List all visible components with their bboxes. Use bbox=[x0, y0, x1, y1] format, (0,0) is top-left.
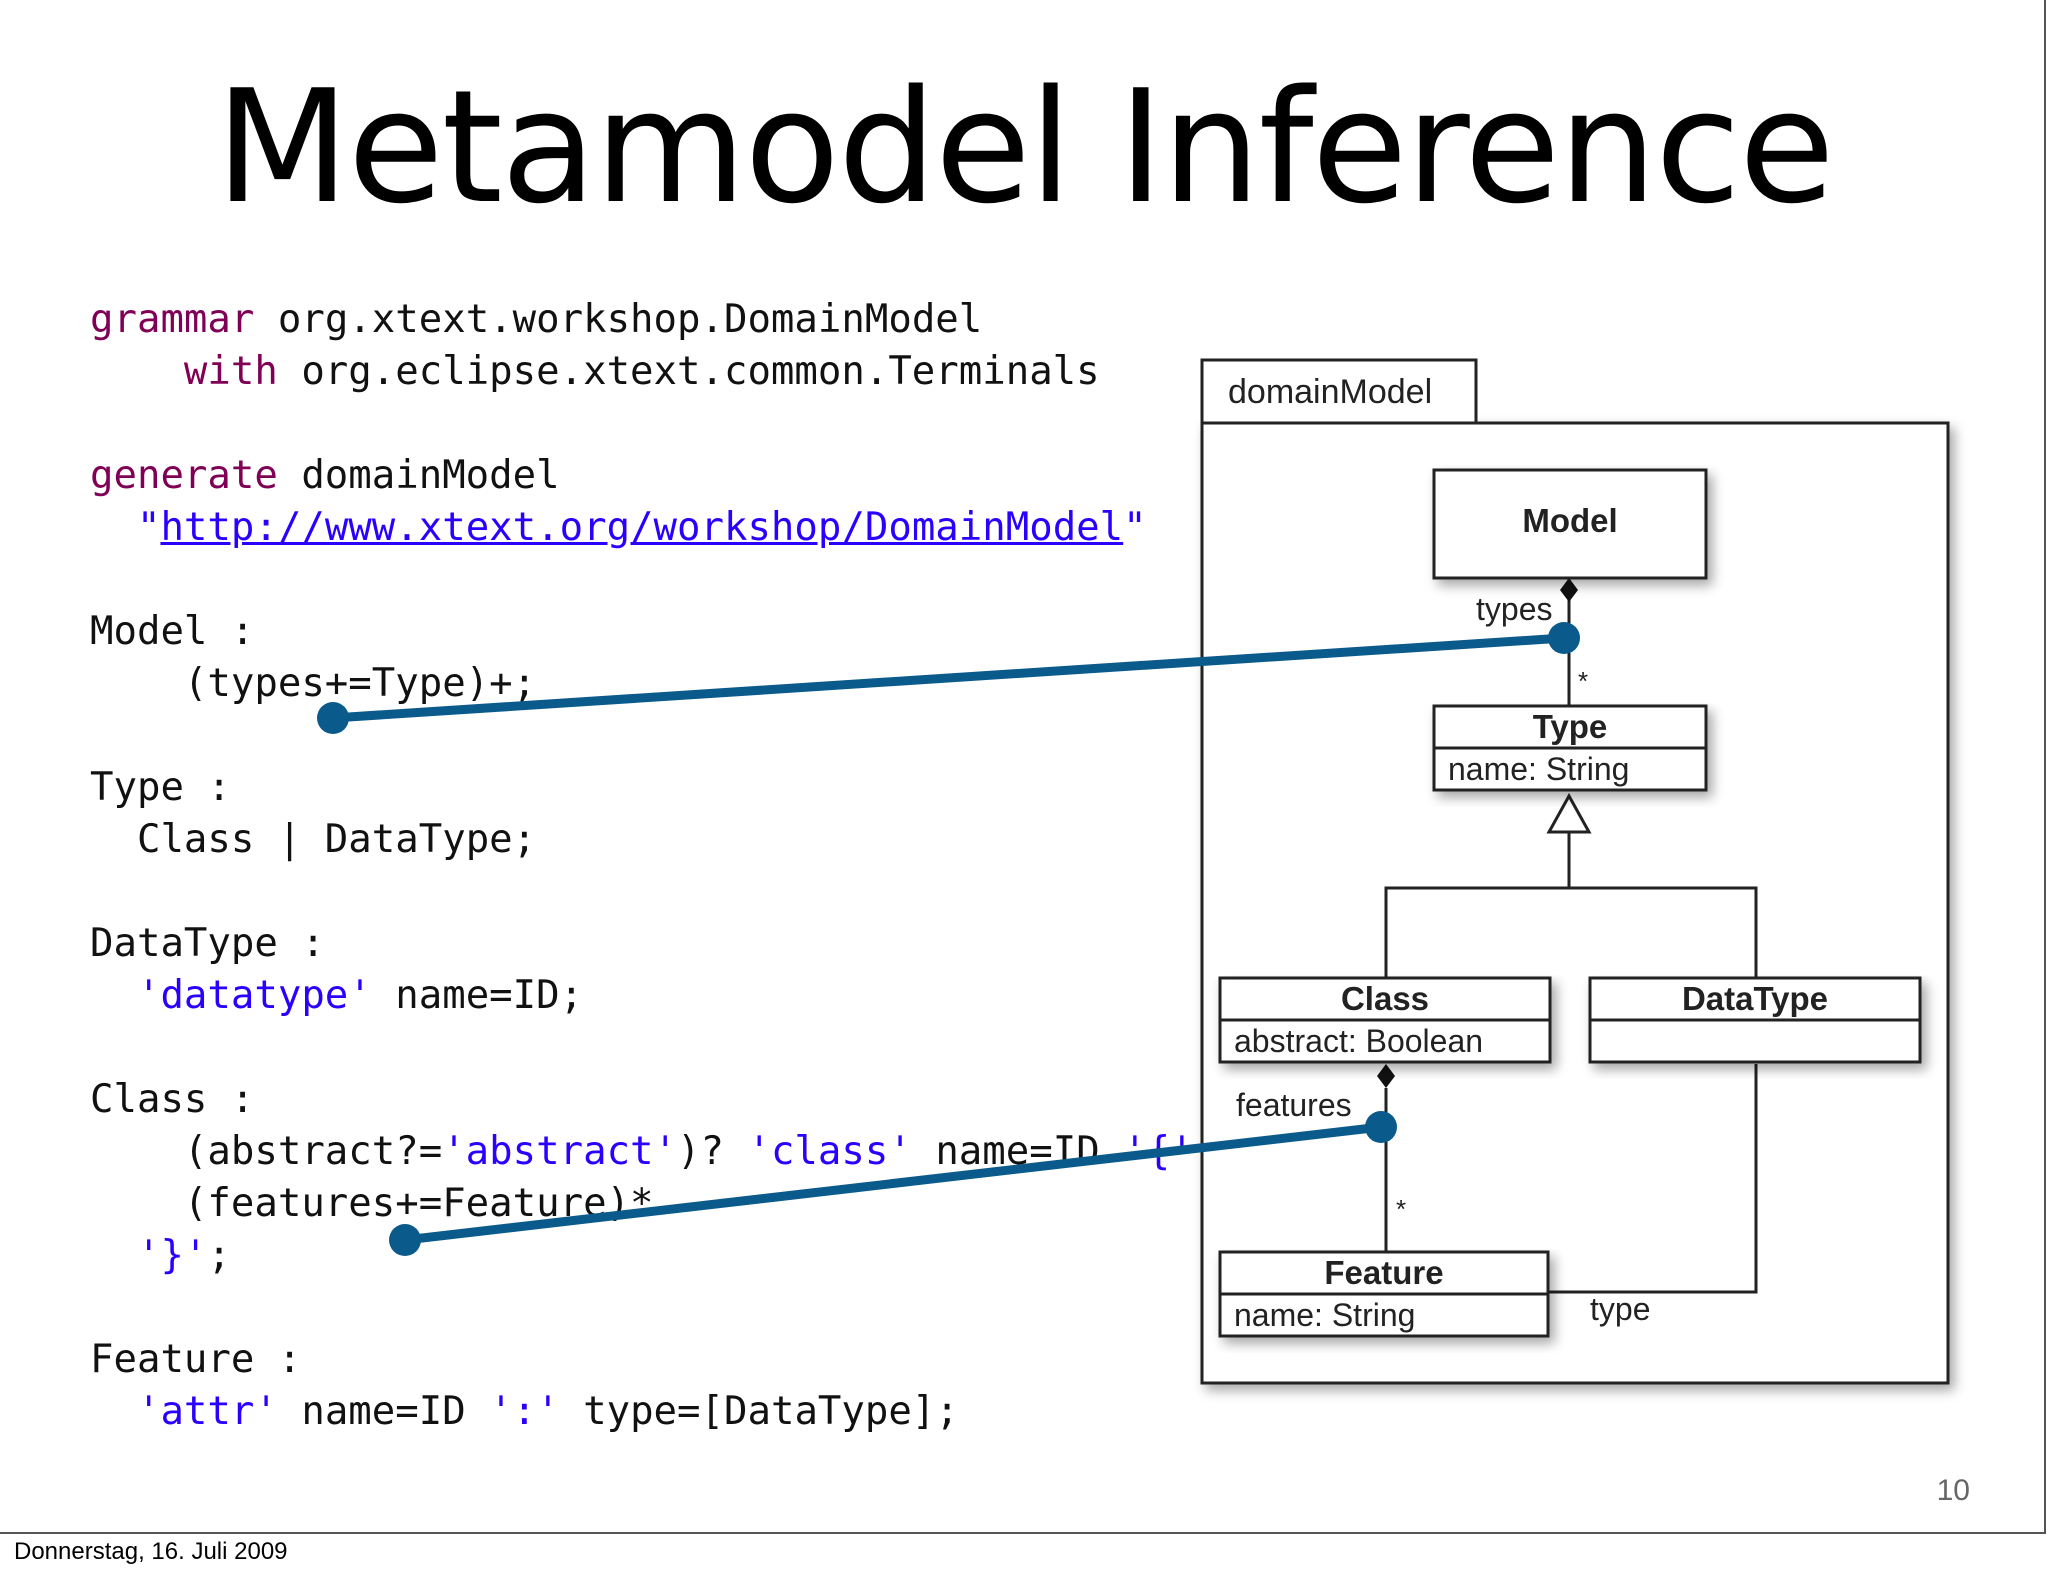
datatype-rule: DataType : bbox=[90, 921, 325, 966]
generalization-arrowhead bbox=[1546, 792, 1592, 834]
grammar-name: org.xtext.workshop.DomainModel bbox=[254, 297, 983, 342]
generalization-branches bbox=[1384, 886, 1758, 978]
grammar-keyword: grammar bbox=[90, 297, 255, 342]
uml-class-class: Class abstract: Boolean bbox=[1218, 976, 1552, 1064]
namespace-url-link[interactable]: http://www.xtext.org/workshop/DomainMode… bbox=[160, 505, 1124, 550]
uml-class-diagram: domainModel types * features * type Mode… bbox=[1200, 358, 1950, 1385]
class-rule: Class : bbox=[90, 1077, 255, 1122]
class-semicolon: ; bbox=[207, 1233, 231, 1278]
model-class-name: Model bbox=[1522, 502, 1617, 539]
class-class-attribute: abstract: Boolean bbox=[1234, 1023, 1483, 1059]
types-composition-diamond bbox=[1560, 578, 1578, 602]
types-multiplicity: * bbox=[1578, 666, 1588, 696]
slide-title: Metamodel Inference bbox=[215, 56, 1835, 238]
feature-name: name=ID bbox=[277, 1389, 490, 1434]
feature-attr-keyword: 'attr' bbox=[136, 1389, 278, 1434]
type-class-attribute: name: String bbox=[1448, 751, 1629, 787]
datatype-keyword: 'datatype' bbox=[136, 973, 372, 1018]
feature-class-name: Feature bbox=[1324, 1254, 1443, 1291]
model-rule: Model : bbox=[90, 609, 255, 654]
features-composition-diamond bbox=[1377, 1064, 1395, 1088]
datatype-class-name: DataType bbox=[1682, 980, 1828, 1017]
types-role-label: types bbox=[1476, 591, 1552, 627]
type-class-name: Type bbox=[1533, 708, 1608, 745]
quote-open: " bbox=[136, 505, 161, 550]
feature-class-attribute: name: String bbox=[1234, 1297, 1415, 1333]
quote-close: " bbox=[1123, 505, 1147, 550]
type-rule: Type : bbox=[90, 765, 231, 810]
feature-rule: Feature : bbox=[90, 1337, 302, 1382]
page-number: 10 bbox=[1936, 1474, 1970, 1507]
generate-name: domainModel bbox=[277, 453, 560, 498]
class-abstract-keyword: 'abstract' bbox=[442, 1129, 678, 1174]
class-name: name=ID bbox=[911, 1129, 1124, 1174]
with-name: org.eclipse.xtext.common.Terminals bbox=[277, 349, 1100, 394]
generate-keyword: generate bbox=[90, 453, 278, 498]
uml-class-model: Model bbox=[1432, 468, 1708, 580]
grammar-code: grammar org.xtext.workshop.DomainModel w… bbox=[90, 294, 1194, 1438]
class-class-name: Class bbox=[1341, 980, 1429, 1017]
class-abstract-open: (abstract?= bbox=[183, 1129, 443, 1174]
class-features: (features+=Feature)* bbox=[183, 1181, 654, 1226]
model-body: (types+=Type)+; bbox=[183, 661, 537, 706]
feature-colon-keyword: ':' bbox=[489, 1389, 560, 1434]
footer-date: Donnerstag, 16. Juli 2009 bbox=[14, 1538, 288, 1565]
features-role-label: features bbox=[1236, 1087, 1352, 1123]
class-brace-close: '}' bbox=[136, 1233, 208, 1278]
uml-class-feature: Feature name: String bbox=[1218, 1250, 1550, 1338]
with-keyword: with bbox=[183, 349, 278, 394]
slide: Metamodel Inference grammar org.xtext.wo… bbox=[0, 0, 2046, 1534]
package-name: domainModel bbox=[1228, 373, 1432, 411]
type-association-line bbox=[1548, 1064, 1758, 1294]
features-multiplicity: * bbox=[1396, 1194, 1406, 1224]
type-role-label: type bbox=[1590, 1291, 1650, 1327]
class-abstract-close: )? bbox=[677, 1129, 748, 1174]
feature-type: type=[DataType]; bbox=[559, 1389, 959, 1434]
class-keyword: 'class' bbox=[747, 1129, 912, 1174]
type-body: Class | DataType; bbox=[136, 817, 537, 862]
datatype-body: name=ID; bbox=[371, 973, 584, 1018]
uml-class-datatype: DataType bbox=[1588, 976, 1922, 1064]
uml-class-type: Type name: String bbox=[1432, 704, 1708, 792]
